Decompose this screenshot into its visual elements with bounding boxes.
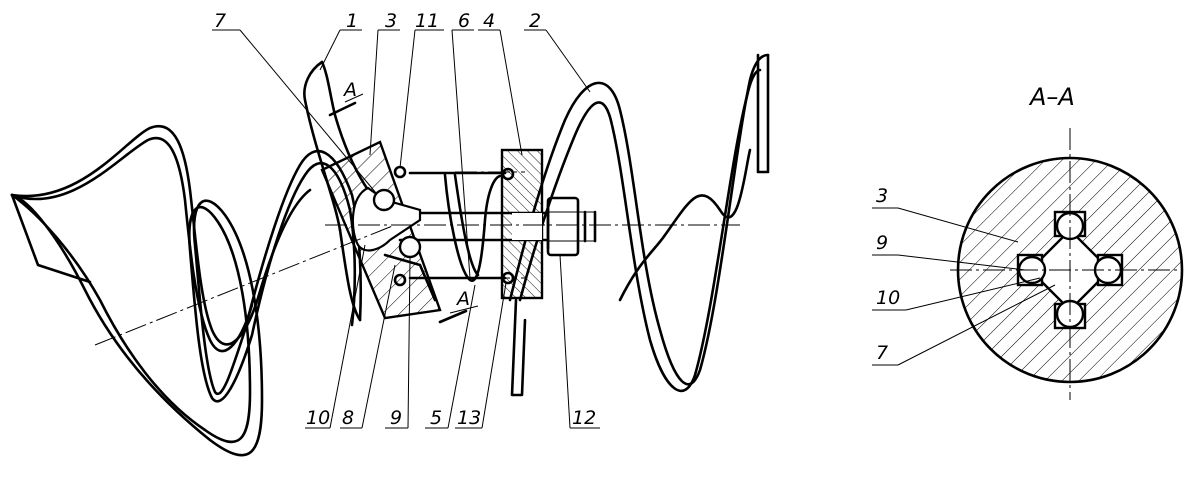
section-callout-7: 7	[876, 342, 888, 364]
callout-8: 8	[342, 407, 354, 429]
left-spiral-auger	[10, 124, 363, 457]
shaft	[398, 203, 597, 250]
callout-1: 1	[346, 10, 358, 32]
callout-9: 9	[390, 407, 402, 429]
section-callout-10: 10	[876, 287, 900, 309]
section-callout-9: 9	[876, 232, 888, 254]
callout-11: 11	[415, 10, 439, 32]
section-callouts: 3 9 10 7	[872, 185, 1056, 366]
callouts-bottom: 10 8 9 5 13 12	[305, 244, 600, 429]
section-view-a-a: А–А 3 9 10	[872, 83, 1184, 400]
section-letter-top: A	[342, 79, 357, 101]
nut	[546, 196, 580, 257]
main-view: A A 7 1 3 11 6 4	[10, 10, 770, 457]
main-axis-inclined	[94, 224, 396, 346]
callout-3: 3	[385, 10, 397, 32]
callout-13: 13	[457, 407, 481, 429]
section-callout-3: 3	[876, 185, 888, 207]
callout-5: 5	[430, 407, 442, 429]
section-mark-top: A	[328, 79, 364, 117]
right-spiral-auger	[508, 53, 770, 397]
callout-2: 2	[529, 10, 541, 32]
callouts-top: 7 1 3 11 6 4 2	[212, 10, 591, 279]
callout-6: 6	[458, 10, 470, 32]
section-title: А–А	[1028, 83, 1075, 111]
section-mark-bottom: A	[438, 288, 479, 324]
callout-4: 4	[483, 10, 495, 32]
callout-12: 12	[572, 407, 596, 429]
callout-7: 7	[214, 10, 226, 32]
callout-10: 10	[306, 407, 330, 429]
hub-block	[320, 140, 442, 320]
section-letter-bottom: A	[455, 288, 470, 310]
